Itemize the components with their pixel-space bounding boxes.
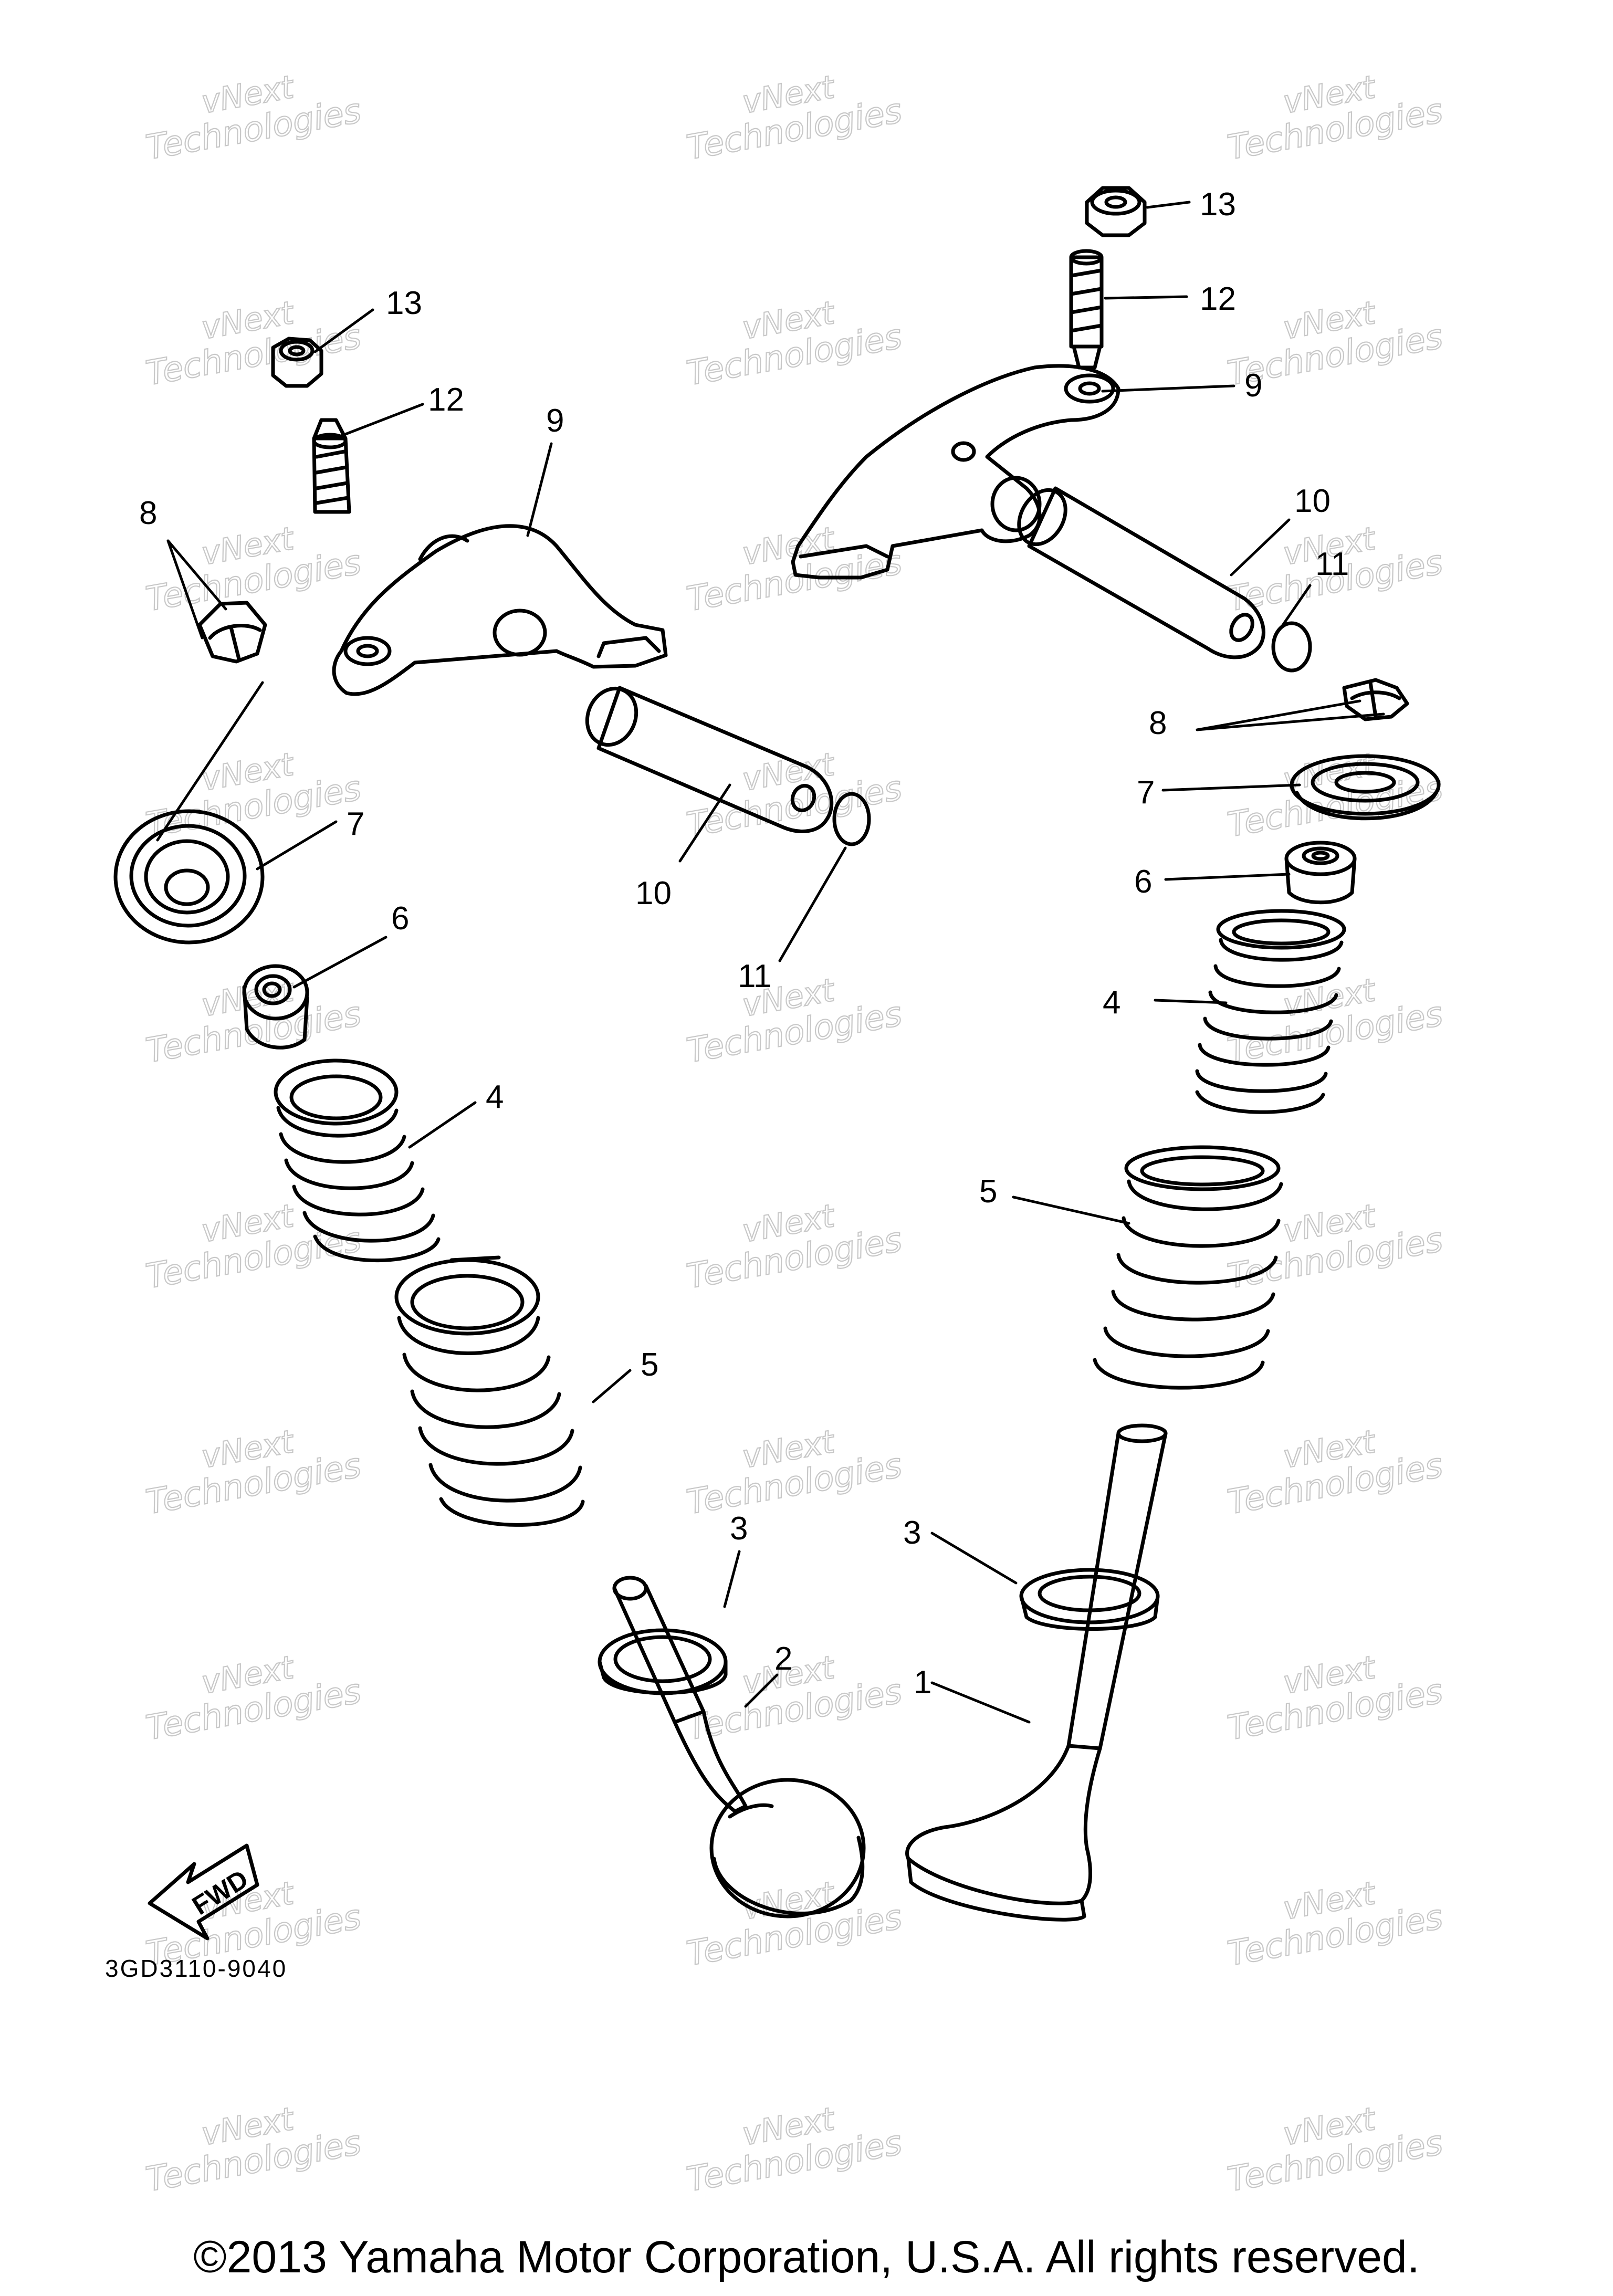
left-spring-retainer <box>113 809 265 945</box>
callout-5-right: 5 <box>979 1173 997 1210</box>
part-diagram-code: 3GD3110-9040 <box>105 1955 288 1982</box>
left-inner-valve-spring <box>274 1058 441 1263</box>
callout-8-left: 8 <box>139 495 157 531</box>
right-spring-seat <box>1019 1568 1160 1631</box>
callout-7-right: 7 <box>1137 774 1155 811</box>
callout-5-left: 5 <box>641 1347 658 1383</box>
intake-valve <box>612 1576 866 1918</box>
leader-lines <box>156 201 1385 1724</box>
left-rocker-shaft <box>585 686 834 833</box>
right-rocker-arm <box>791 364 1120 580</box>
callout-12-right: 12 <box>1200 281 1236 317</box>
right-rocker-shaft <box>1017 486 1265 659</box>
left-rocker-arm <box>332 524 668 696</box>
left-lock-nut <box>271 337 323 388</box>
callout-6-left: 6 <box>391 900 409 937</box>
left-outer-valve-spring <box>394 1255 585 1527</box>
callout-9-left: 9 <box>546 403 564 439</box>
right-adjusting-screw <box>1069 249 1104 370</box>
callout-6-right: 6 <box>1134 864 1152 900</box>
right-valve-cotter <box>1342 678 1409 721</box>
callout-11-left: 11 <box>738 958 771 994</box>
left-valve-cotter <box>197 601 267 664</box>
callout-12-left: 12 <box>428 382 464 418</box>
left-valve-stem-seal <box>242 964 309 1050</box>
right-valve-stem-seal <box>1284 841 1357 905</box>
callout-3-right: 3 <box>903 1515 921 1551</box>
callout-11-right: 11 <box>1315 546 1349 582</box>
callout-labels: 13 12 9 8 7 6 4 5 10 11 3 2 13 12 9 10 1… <box>139 186 1349 1701</box>
callout-4-right: 4 <box>1103 984 1120 1021</box>
callout-13-left: 13 <box>386 285 422 321</box>
left-o-ring <box>832 792 871 846</box>
left-adjusting-screw <box>312 418 351 514</box>
callout-13-right: 13 <box>1200 186 1236 223</box>
right-outer-valve-spring <box>1093 1145 1283 1390</box>
right-inner-valve-spring <box>1195 909 1346 1114</box>
right-lock-nut <box>1085 186 1147 237</box>
callout-10-left: 10 <box>635 875 672 911</box>
left-spring-seat <box>598 1628 728 1695</box>
exhaust-valve <box>905 1423 1168 1922</box>
callout-2: 2 <box>774 1641 792 1677</box>
callout-1: 1 <box>914 1664 931 1701</box>
callout-9-right: 9 <box>1244 368 1262 404</box>
callout-8-right: 8 <box>1149 705 1167 741</box>
callout-7-left: 7 <box>347 806 364 842</box>
callout-3-left: 3 <box>730 1511 748 1547</box>
callout-10-right: 10 <box>1294 483 1331 519</box>
right-o-ring <box>1271 621 1312 673</box>
copyright-notice: ©2013 Yamaha Motor Corporation, U.S.A. A… <box>193 2232 1420 2282</box>
callout-4-left: 4 <box>486 1079 504 1115</box>
